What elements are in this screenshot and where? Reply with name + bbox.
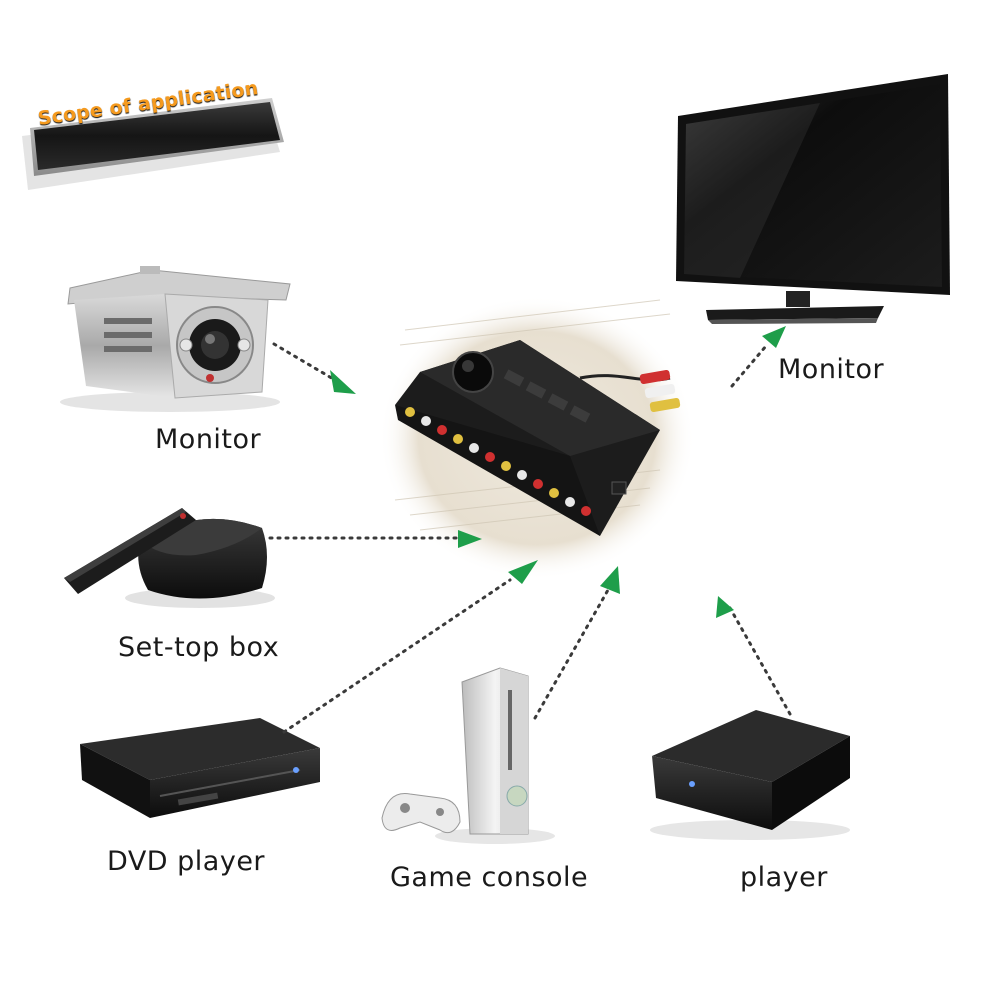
arrow-dvd-icon [508,560,538,584]
label-set-top-box: Set-top box [118,632,280,663]
dvd-player-icon [80,718,320,818]
arrow-tv-icon [762,326,786,348]
link-console [533,588,610,720]
controller-icon [381,793,461,834]
av-switch-box-icon [379,296,695,580]
security-camera-icon [60,266,291,412]
link-dvd [282,578,512,734]
link-camera [272,342,337,382]
arrow-settop-icon [458,530,482,548]
label-player: player [740,862,828,893]
set-top-box-icon [64,508,275,608]
link-tv [730,344,768,388]
arrow-player-icon [716,596,734,618]
game-console-icon [381,667,555,844]
arrow-console-icon [600,566,620,594]
remote-control-icon [64,508,196,594]
scope-banner [22,98,288,194]
link-player [728,606,792,716]
label-dvd-player: DVD player [107,846,266,877]
media-player-icon [650,710,850,840]
label-game-console: Game console [390,862,589,893]
tv-monitor-icon [676,74,950,324]
banner-plate [22,98,284,190]
label-camera: Monitor [155,424,262,455]
label-tv: Monitor [778,354,885,385]
arrow-camera-icon [330,370,356,394]
